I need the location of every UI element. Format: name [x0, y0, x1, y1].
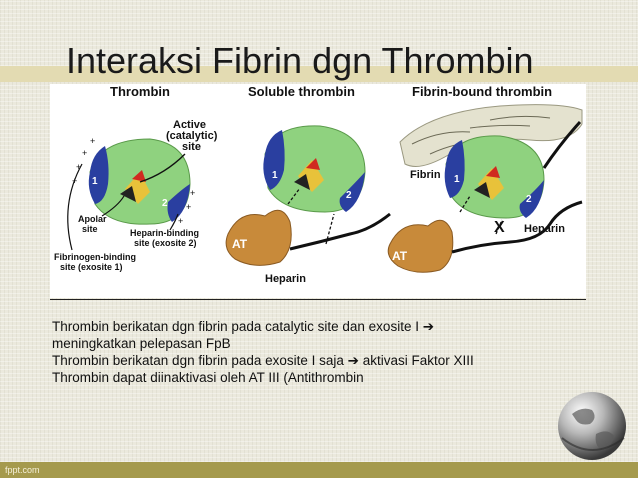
- heparin-binding-pointer: [169, 213, 179, 231]
- fibrinogen-binding-label-line1: Fibrinogen-binding: [54, 252, 136, 262]
- figure-divider: [50, 299, 586, 300]
- exosite-1-label-b: 1: [272, 170, 278, 181]
- body-line-3: Thrombin berikatan dgn fibrin pada exosi…: [52, 353, 474, 368]
- body-text: Thrombin berikatan dgn fibrin pada catal…: [52, 318, 582, 386]
- footer-brand: fppt.com: [5, 465, 40, 475]
- exosite-1-label-c: 1: [454, 174, 460, 185]
- panel-title-thrombin: Thrombin: [110, 84, 170, 99]
- fibrinogen-binding-label-line2: site (exosite 1): [60, 262, 123, 272]
- active-site-label-line2: (catalytic): [166, 130, 218, 142]
- fibrin-label: Fibrin: [410, 169, 441, 181]
- footer-band: [0, 462, 638, 478]
- panel-title-fibrin-bound: Fibrin-bound thrombin: [412, 84, 552, 99]
- svg-text:+: +: [90, 136, 95, 146]
- at-approach-arrow-3: [459, 195, 471, 213]
- panel-title-soluble: Soluble thrombin: [248, 84, 355, 99]
- apolar-pointer: [101, 195, 125, 217]
- fibrin-tether: [542, 120, 582, 169]
- globe-icon: [558, 392, 626, 460]
- active-site-label-line3: site: [182, 141, 201, 153]
- svg-text:+: +: [186, 202, 191, 212]
- heparin-binding-label-line1: Heparin-binding: [130, 228, 199, 238]
- exosite-1-label-a: 1: [92, 176, 98, 187]
- body-line-4: Thrombin dapat diinaktivasi oleh AT III …: [52, 370, 364, 385]
- svg-text:+: +: [82, 148, 87, 158]
- at-label-1: AT: [232, 237, 248, 251]
- svg-text:+: +: [190, 188, 195, 198]
- exosite-2-label-c: 2: [526, 194, 532, 205]
- heparin-label-2: Heparin: [524, 223, 565, 235]
- heparin-approach-arrow-3: [495, 219, 503, 235]
- thrombin-molecule-2: [263, 125, 366, 213]
- active-site-label-line1: Active: [173, 119, 206, 131]
- at-approach-arrow-2: [287, 187, 301, 205]
- exosite-2-label-b: 2: [346, 190, 352, 201]
- at-label-2: AT: [392, 249, 408, 263]
- thrombin-molecule-3: [444, 135, 545, 219]
- heparin-chain-1: [289, 212, 391, 251]
- body-line-1: Thrombin berikatan dgn fibrin pada catal…: [52, 319, 435, 334]
- thrombin-diagram-svg: Thrombin Soluble thrombin Fibrin-bound t…: [54, 84, 583, 285]
- svg-text:+: +: [76, 162, 81, 172]
- apolar-label-line1: Apolar: [78, 214, 107, 224]
- at-molecule-1: [225, 209, 292, 266]
- heparin-binding-label-line2: site (exosite 2): [134, 238, 197, 248]
- blocked-x-mark: X: [494, 219, 505, 236]
- active-site-pointer: [139, 153, 186, 183]
- fibrinogen-binding-pointer: [67, 163, 83, 251]
- thrombin-diagram: Thrombin Soluble thrombin Fibrin-bound t…: [50, 84, 586, 298]
- svg-text:+: +: [178, 216, 183, 226]
- thrombin-molecule-1: [88, 138, 191, 225]
- body-line-2: meningkatkan pelepasan FpB: [52, 336, 231, 351]
- exosite-2-label-a: 2: [162, 198, 168, 209]
- heparin-label-1: Heparin: [265, 273, 306, 285]
- at-molecule-2: [387, 219, 454, 273]
- slide-title: Interaksi Fibrin dgn Thrombin: [66, 40, 534, 81]
- heparin-chain-2: [451, 200, 583, 254]
- top-accent-band: [0, 66, 638, 82]
- apolar-label-line2: site: [82, 224, 98, 234]
